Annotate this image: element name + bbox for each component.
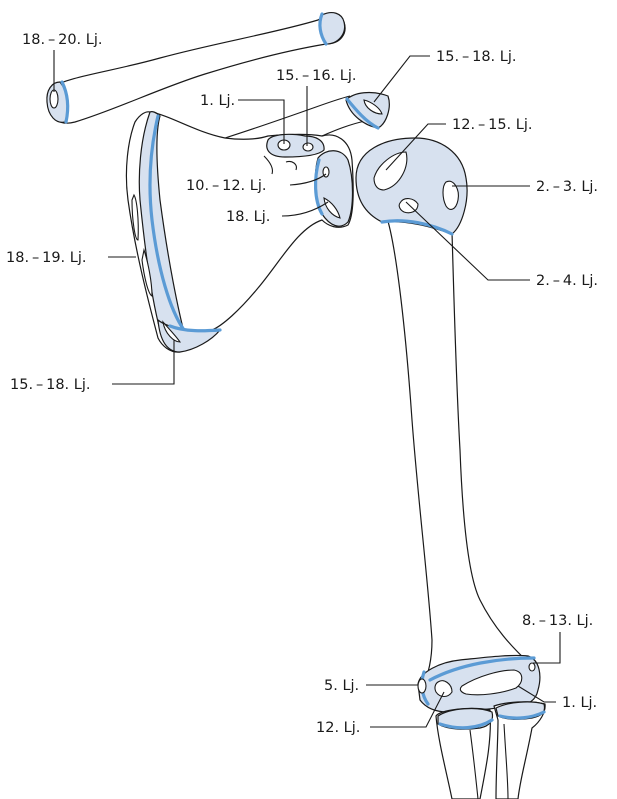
label-humeral-head: 12. – 15. Lj. [452,117,533,133]
label-coracoid-a: 1. Lj. [200,93,235,109]
label-medial-epicondyle: 8. – 13. Lj. [522,613,593,629]
label-glenoid-lower: 18. Lj. [226,209,270,225]
label-greater-tubercle: 2. – 3. Lj. [536,179,598,195]
humerus-shaft [386,215,530,682]
label-capitulum: 12. Lj. [316,720,360,736]
label-lesser-tubercle: 2. – 4. Lj. [536,273,598,289]
clavicle-sternal-hole [50,90,58,108]
label-lateral-epicondyle: 5. Lj. [324,678,359,694]
lateral-epicondyle-hole [418,679,426,693]
label-vertebral-border: 18. – 19. Lj. [6,250,87,266]
label-trochlea: 1. Lj. [562,695,597,711]
label-glenoid-upper: 10. – 12. Lj. [186,178,267,194]
medial-epicondyle-hole [529,663,535,671]
coracoid-process [267,134,324,157]
label-clavicle-sternal: 18. – 20. Lj. [22,32,103,48]
coracoid-hole-2 [303,143,313,151]
label-coracoid-b: 15. – 16. Lj. [276,68,357,84]
label-inferior-angle: 15. – 18. Lj. [10,377,91,393]
leader-medial-epicondyle [533,632,560,663]
label-clavicle-acromial: 15. – 18. Lj. [436,49,517,65]
greater-tubercle-hole [443,181,458,209]
